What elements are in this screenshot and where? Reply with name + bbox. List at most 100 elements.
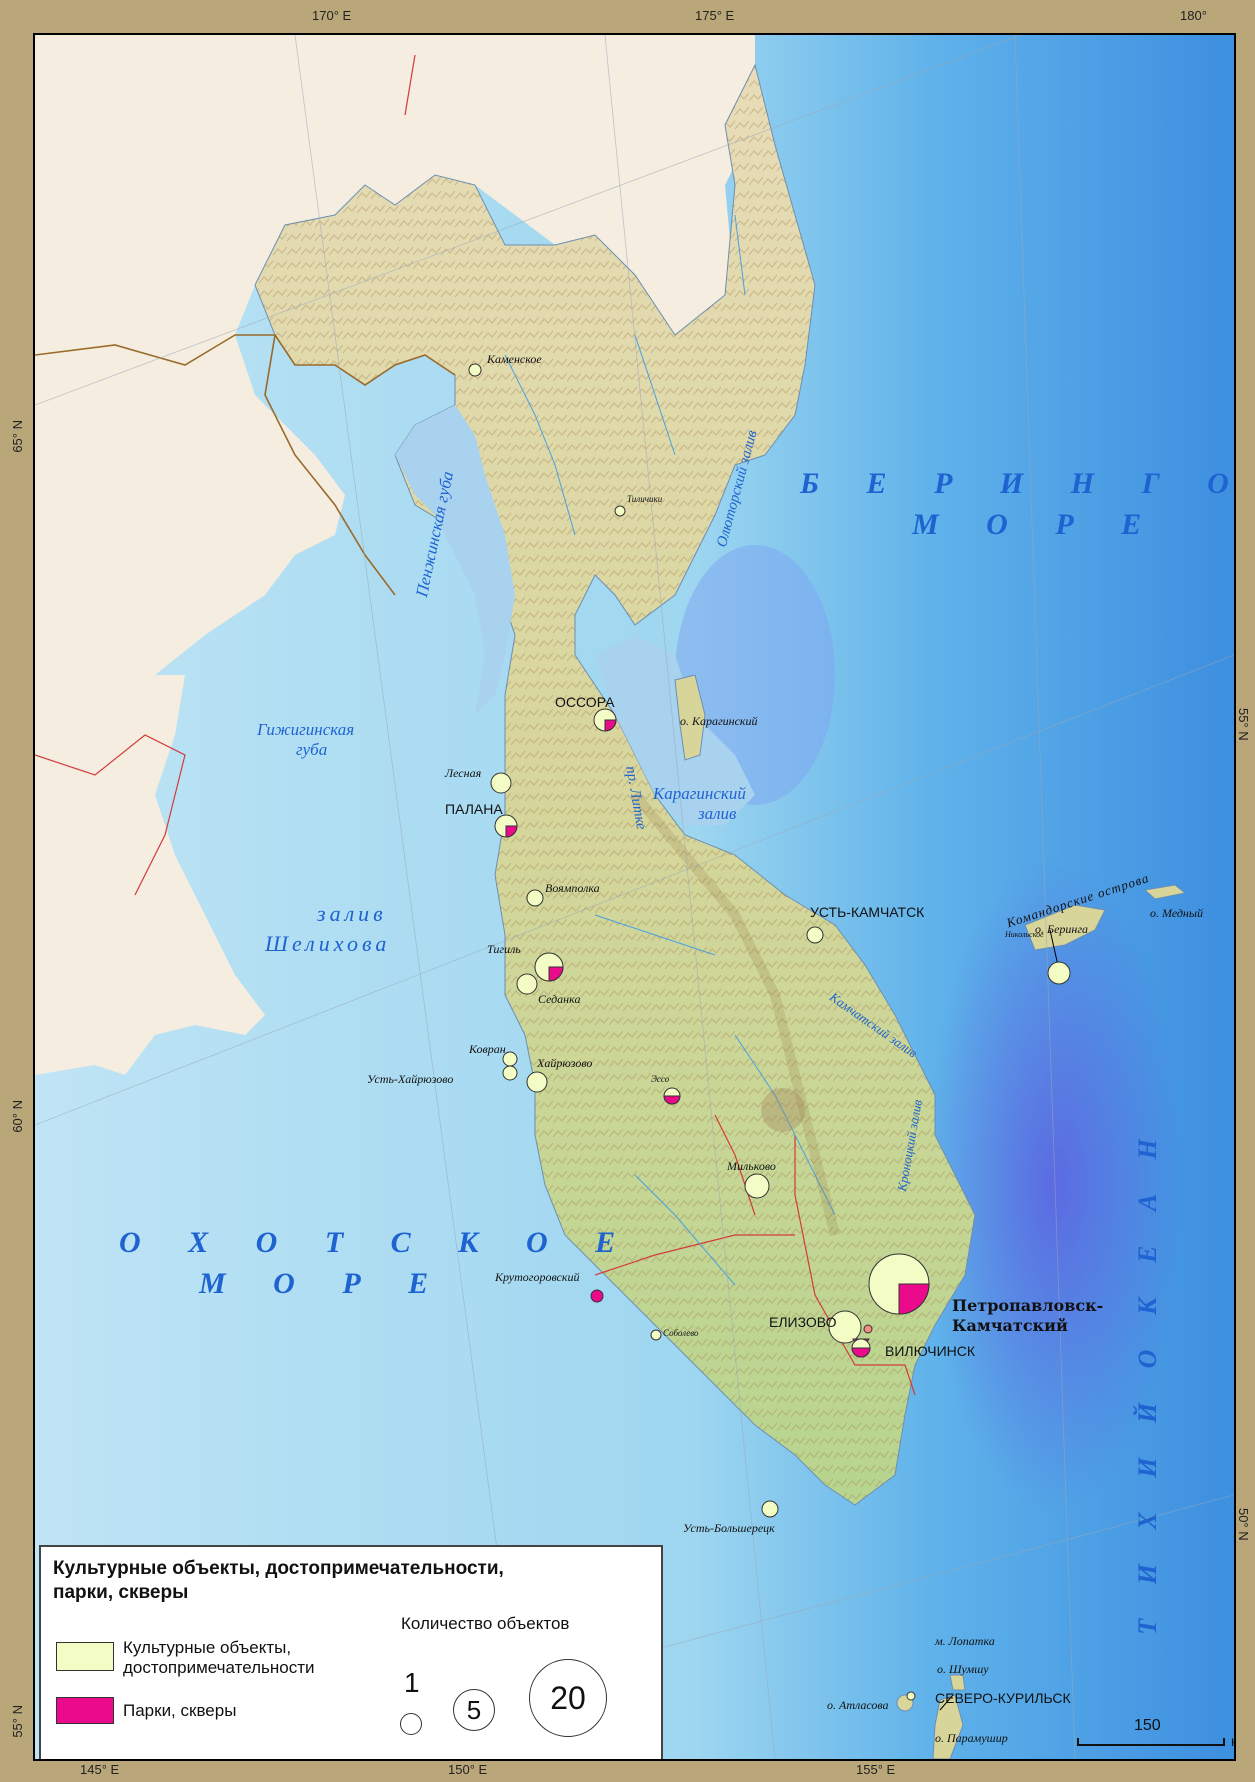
legend-size-1-circle [400,1713,422,1735]
map-frame: Б Е Р И Н Г О В О М О Р Е О Х О Т С К О … [33,33,1236,1761]
khairyuzovo-label: Хайрюзово [537,1056,593,1070]
bering-island [1024,904,1106,951]
severo-kurilsk-label: СЕВЕРО-КУРИЛЬСК [935,1690,1071,1706]
penzhina-gulf [395,405,515,715]
symbol-voyampolka [526,889,544,907]
gizhiga-label-1: Гижигинская [257,720,355,739]
paramushir-island [932,1694,964,1759]
lon-175-top: 175° E [695,8,735,23]
symbol-ust-kamchatsk [806,926,824,944]
lopatka-cape-label: м. Лопатка [935,1634,995,1648]
symbol-nikolskoe [1047,961,1071,985]
legend-culture-label-1: Культурные объекты, [123,1638,292,1657]
scale-bar-line [1077,1738,1225,1746]
symbol-vilyuchinsk [851,1338,871,1358]
kamenskoe-label: Каменское [487,352,542,366]
legend-parks-label: Парки, скверы [123,1701,237,1720]
lat-55-right: 55° N [1236,708,1251,741]
admin-boundary-2 [264,334,396,596]
road-west [35,734,186,896]
map-canvas [35,35,1234,1759]
palana-label: ПАЛАНА [445,801,503,817]
lat-50-right: 50° N [1236,1508,1251,1541]
karaginsky-island-label: о. Карагинский [680,714,758,728]
symbol-khairyuzovo [526,1071,548,1093]
legend-parks-swatch [56,1697,114,1724]
symbol-ust-bolsheretsk [761,1500,779,1518]
meridians [294,35,1076,1759]
sredinny-ridge [631,791,840,1237]
shelikhov-label-2: Шелихова [265,931,391,956]
petropavlovsk-label-2: Камчатский [952,1316,1068,1335]
legend-culture-label-2: достопримечательности [123,1658,315,1677]
legend-box: Культурные объекты, достопримечательност… [39,1545,663,1759]
road-north [404,54,416,116]
paramushir-island-label: о. Парамушир [935,1731,1008,1745]
scale-bar-value: 150 [1134,1717,1161,1734]
symbol-yelizovo [828,1310,862,1344]
lesnaya-label: Лесная [445,766,482,780]
legend-size-5-circle: 5 [453,1689,495,1731]
lon-145-bottom: 145° E [80,1762,120,1777]
symbol-sobolevo [650,1329,662,1341]
symbol-severo-kurilsk [906,1691,916,1701]
symbol-ossora [593,708,617,732]
okhotsk-sea-label-2: М О Р Е [199,1267,449,1300]
symbol-palana [494,814,518,838]
symbol-milkovo [744,1173,770,1199]
symbol-lesnaya [490,772,512,794]
karaginsky-gulf-label-2: залив [698,804,737,823]
symbol-tilichiki [614,505,626,517]
gizhiga-label-2: губа [296,740,328,759]
krutogorovsky-label: Крутогоровский [495,1270,580,1284]
volcano-area [761,1088,805,1132]
karaginsky-gulf-label-1: Карагинский [653,784,746,803]
karaginsky-gulf-water [595,635,755,825]
voyampolka-label: Воямполка [545,881,600,895]
bering-sea-label-2: М О Р Е [912,508,1162,541]
mainland-northwest [35,35,755,835]
legend-culture-swatch [56,1642,114,1671]
symbol-petropavlovsk-park [863,1324,873,1334]
lon-180-top: 180° [1180,8,1207,23]
shumshu-island [949,1674,966,1691]
lon-150-bottom: 150° E [448,1762,488,1777]
ust-bolsheretsk-label: Усть-Большерецк [683,1521,775,1535]
yelizovo-label: ЕЛИЗОВО [769,1314,837,1330]
symbol-petropavlovsk [868,1253,930,1315]
atlasov-island-label: о. Атласова [827,1698,889,1712]
medny-island [1143,884,1187,900]
legend-title-line-1: Культурные объекты, достопримечательност… [53,1558,504,1579]
pacific-ocean-label: Т И Х И Й О К Е А Н [1133,1125,1162,1635]
okhotsk-sea-label-1: О Х О Т С К О Е [119,1226,636,1259]
symbol-krutogorovsky [590,1289,604,1303]
nikolskoe-label: Никольское [1005,930,1044,939]
admin-boundary [35,334,456,386]
tilichiki-label: Тиличики [627,494,663,504]
vilyuchinsk-label: ВИЛЮЧИНСК [885,1343,976,1359]
symbol-ust-khairyuzovo [502,1065,518,1081]
rivers [504,214,836,1286]
medny-island-label: о. Медный [1150,906,1204,920]
legend-title-line-2: парки, скверы [53,1582,189,1603]
karaginsky-island [674,674,706,761]
legend-size-20-circle: 20 [529,1659,607,1737]
lon-170-top: 170° E [312,8,352,23]
scale-bar-unit: км [1231,1734,1234,1748]
esso-label: Эссо [651,1074,670,1084]
lat-55-left: 55° N [10,1705,25,1738]
symbol-esso [663,1087,681,1105]
bering-island-label: о. Беринга [1035,922,1089,936]
milkovo-label: Мильково [727,1159,776,1173]
symbol-sedanka [516,973,538,995]
lon-155-bottom: 155° E [856,1762,896,1777]
bering-sea-label-1: Б Е Р И Н Г О В О [800,467,1234,500]
lopatka-leader [939,1694,954,1711]
mainland-southwest [35,675,265,1075]
kovran-label: Ковран [469,1042,506,1056]
lat-65-left: 65° N [10,420,25,453]
shumshu-island-label: о. Шумшу [937,1662,989,1676]
ossora-label: ОССОРА [555,694,615,710]
settlement-symbols [468,363,1071,1701]
symbol-kamenskoe [468,363,482,377]
